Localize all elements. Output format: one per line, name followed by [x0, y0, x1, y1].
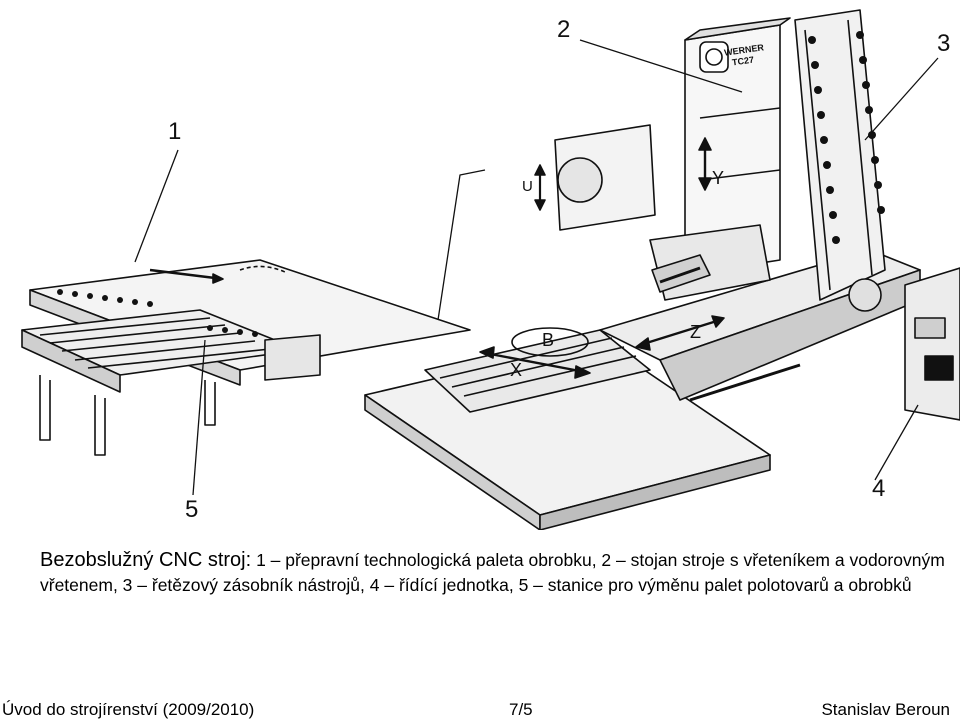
- control-unit: [904, 267, 960, 421]
- rotary-work-table: [364, 327, 771, 530]
- axis-label-y: Y: [712, 168, 725, 188]
- axis-label-z: Z: [690, 322, 701, 342]
- axis-label-u: U: [522, 178, 533, 195]
- cnc-machine-illustration: [21, 9, 960, 530]
- pallet-station: [21, 259, 471, 456]
- callout-3: 3: [937, 30, 951, 57]
- tool-chain-magazine: [794, 9, 886, 312]
- leader-lines: [134, 39, 939, 496]
- footer-course-title: Úvod do strojírenství (2009/2010): [2, 700, 255, 719]
- page-footer: Úvod do strojírenství (2009/2010) 7/5 St…: [0, 700, 960, 723]
- machine-column: [649, 17, 791, 301]
- callout-2: 2: [557, 16, 571, 43]
- callout-1: 1: [168, 118, 182, 145]
- caption-lead: Bezobslužný CNC stroj:: [40, 549, 252, 571]
- callout-4: 4: [872, 475, 886, 502]
- figure-caption: Bezobslužný CNC stroj: 1 – přepravní tec…: [40, 548, 955, 598]
- caption-text: 1 – přepravní technologická paleta obrob…: [40, 550, 945, 595]
- axis-label-x: X: [510, 360, 523, 380]
- callout-5: 5: [185, 496, 199, 523]
- footer-author: Stanislav Beroun: [821, 700, 950, 719]
- footer-page-number: 7/5: [509, 700, 533, 719]
- auxiliary-head: [534, 124, 656, 231]
- axis-label-b: B: [542, 330, 555, 350]
